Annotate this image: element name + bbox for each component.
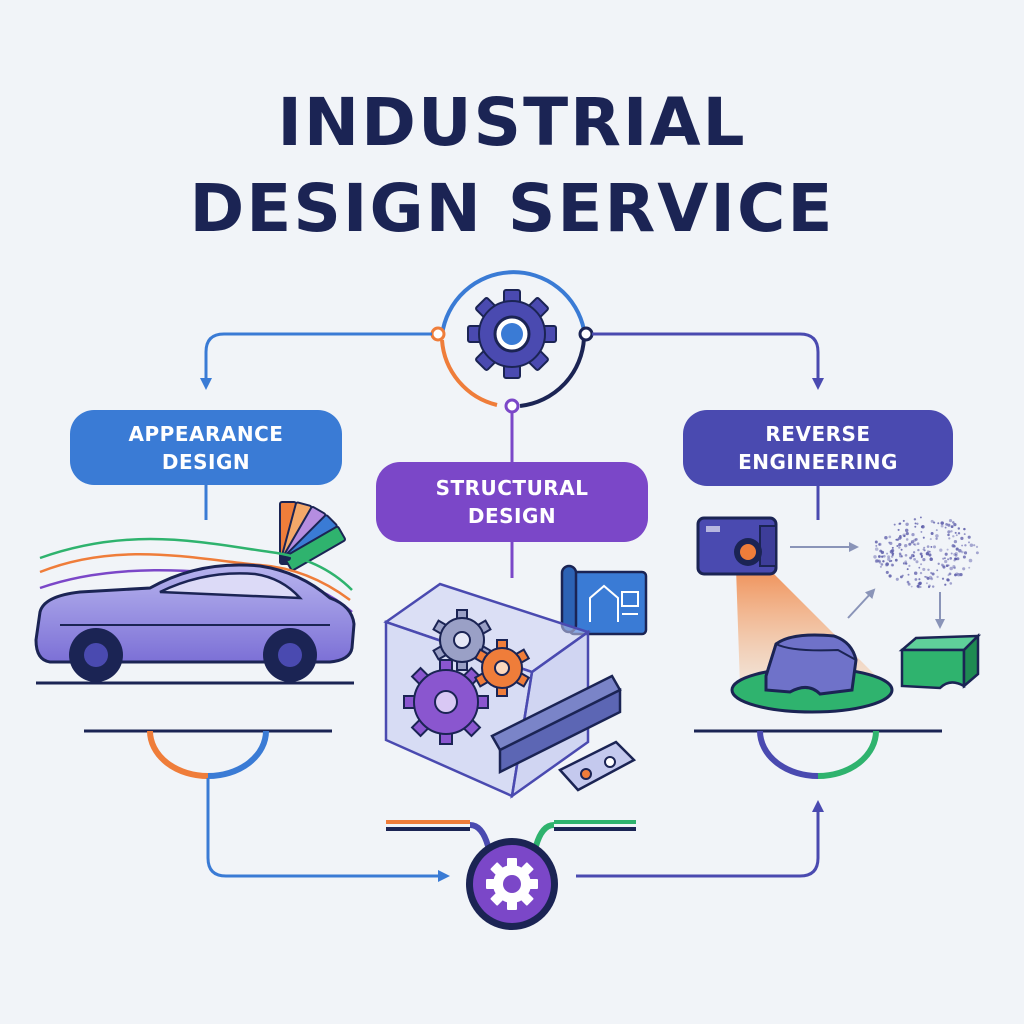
solid-model-icon (898, 632, 982, 690)
color-swatch-icon (279, 501, 346, 572)
bottom-bar (386, 820, 636, 847)
point-cloud-icon (873, 516, 979, 589)
gearbox-assembly-icon (383, 582, 637, 799)
bottom-gear-icon (466, 838, 558, 930)
reverse-label-line1: REVERSE (765, 422, 871, 446)
structural-design-node: STRUCTURAL DESIGN (376, 462, 648, 542)
structural-label-line2: DESIGN (467, 504, 557, 528)
blueprint-icon (560, 564, 648, 636)
structural-label-line1: STRUCTURAL (435, 476, 589, 500)
title-line-1: INDUSTRIAL (277, 84, 747, 161)
appearance-bottom-arc (147, 730, 209, 779)
appearance-label-line1: APPEARANCE (128, 421, 284, 446)
reverse-label-line2: ENGINEERING (738, 450, 898, 474)
appearance-design-node: APPEARANCE DESIGN (70, 410, 342, 485)
connector-hub-to-reverse (576, 800, 824, 878)
scanned-object-icon (730, 633, 894, 714)
connector-to-reverse (592, 332, 824, 390)
reverse-bottom-arc (757, 730, 819, 779)
connector-appearance-to-hub (206, 778, 450, 882)
title-line-2: DESIGN SERVICE (189, 170, 835, 247)
gear-icon (467, 289, 557, 379)
page-title: INDUSTRIAL DESIGN SERVICE (0, 80, 1024, 252)
connector-to-appearance (200, 332, 432, 390)
appearance-label-line2: DESIGN (161, 449, 251, 474)
car-icon (34, 563, 356, 685)
top-gear-hub (430, 270, 594, 414)
reverse-engineering-node: REVERSE ENGINEERING (683, 410, 953, 486)
